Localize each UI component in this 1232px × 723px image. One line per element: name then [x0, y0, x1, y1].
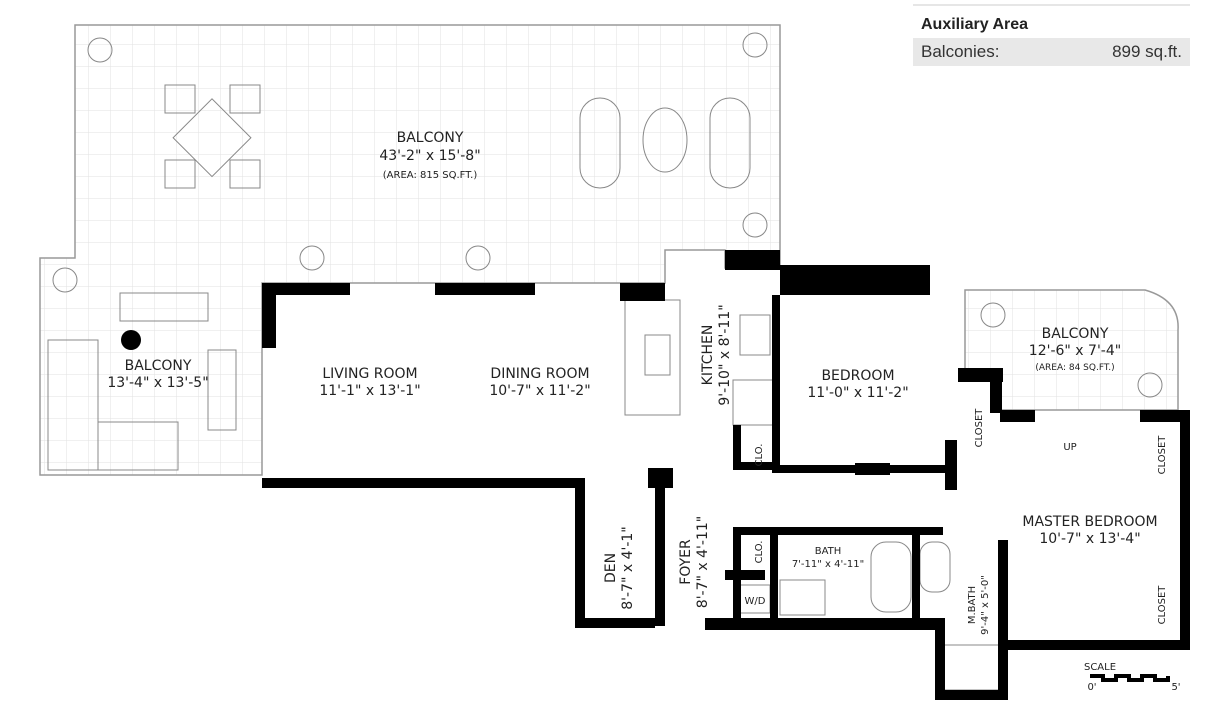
closet-bedroom-label: CLOSET — [974, 408, 985, 448]
room-living: LIVING ROOM 11'-1" x 13'-1" — [319, 366, 420, 399]
room-dims: 7'-11" x 4'-11" — [792, 559, 864, 570]
room-dims: 9'-10" x 8'-11" — [717, 304, 733, 405]
room-name: BEDROOM — [821, 368, 894, 384]
room-foyer: FOYER 8'-7" x 4'-11" — [678, 516, 711, 608]
room-dining: DINING ROOM 10'-7" x 11'-2" — [489, 366, 590, 399]
room-bedroom: BEDROOM 11'-0" x 11'-2" — [807, 368, 908, 401]
room-dims: 11'-1" x 13'-1" — [319, 383, 420, 399]
room-area: (AREA: 84 SQ.FT.) — [1035, 363, 1114, 373]
room-area: (AREA: 815 SQ.FT.) — [383, 170, 478, 181]
scale-start: 0' — [1087, 682, 1096, 693]
balcony-main-area — [39, 24, 781, 476]
room-balcony-left: BALCONY 13'-4" x 13'-5" — [107, 358, 208, 391]
room-name: DINING ROOM — [490, 366, 589, 382]
stairs-up-label: UP — [1063, 442, 1076, 453]
divider — [913, 0, 1190, 6]
room-name: BALCONY — [125, 358, 192, 374]
patio-table-icon — [164, 84, 261, 189]
auxiliary-area-panel: Auxiliary Area Balconies: 899 sq.ft. — [913, 0, 1190, 66]
room-name: M.BATH — [967, 586, 978, 624]
room-master-bath: M.BATH 9'-4" x 5'-0" — [967, 575, 991, 635]
room-name: BATH — [815, 546, 842, 557]
plant-icon — [52, 32, 1163, 398]
room-name: LIVING ROOM — [322, 366, 417, 382]
room-dims: 8'-7" x 4'-1" — [620, 526, 636, 610]
room-balcony-main: BALCONY 43'-2" x 15'-8" (AREA: 815 SQ.FT… — [379, 130, 480, 181]
room-name: FOYER — [678, 539, 694, 585]
room-balcony-right: BALCONY 12'-6" x 7'-4" (AREA: 84 SQ.FT.) — [1029, 326, 1121, 373]
room-bath: BATH 7'-11" x 4'-11" — [792, 546, 864, 570]
walls — [262, 250, 1190, 700]
room-name: MASTER BEDROOM — [1022, 514, 1157, 530]
room-dims: 12'-6" x 7'-4" — [1029, 343, 1121, 359]
balconies-value: 899 sq.ft. — [1112, 42, 1182, 61]
auxiliary-area-title: Auxiliary Area — [921, 16, 1029, 33]
room-dims: 43'-2" x 15'-8" — [379, 148, 480, 164]
washer-dryer-label: W/D — [745, 596, 766, 607]
scale-bar: SCALE 0' 5' — [1084, 662, 1181, 693]
room-dims: 8'-7" x 4'-11" — [695, 516, 711, 608]
lounge-set-icon — [579, 97, 751, 189]
balconies-label: Balconies: — [921, 42, 1000, 61]
balconies-row: Balconies: 899 sq.ft. — [913, 38, 1190, 66]
room-name: BALCONY — [1042, 326, 1109, 342]
closet-master-bottom-label: CLOSET — [1157, 585, 1168, 625]
scale-label: SCALE — [1084, 662, 1116, 673]
room-dims: 13'-4" x 13'-5" — [107, 375, 208, 391]
room-name: DEN — [603, 553, 619, 583]
marker-dot — [121, 330, 141, 350]
room-dims: 10'-7" x 11'-2" — [489, 383, 590, 399]
room-name: BALCONY — [397, 130, 464, 146]
closet-master-top-label: CLOSET — [1157, 435, 1168, 475]
clo-kitchen-label: CLO. — [754, 444, 765, 467]
clo-foyer-label: CLO. — [754, 541, 765, 564]
scale-end: 5' — [1171, 682, 1180, 693]
room-den: DEN 8'-7" x 4'-1" — [603, 526, 636, 610]
room-dims: 9'-4" x 5'-0" — [980, 575, 991, 635]
room-dims: 11'-0" x 11'-2" — [807, 385, 908, 401]
room-master-bedroom: MASTER BEDROOM 10'-7" x 13'-4" — [1022, 514, 1157, 547]
room-kitchen: KITCHEN 9'-10" x 8'-11" — [700, 304, 733, 405]
sofa-icon — [47, 292, 237, 471]
room-name: KITCHEN — [700, 325, 716, 386]
room-dims: 10'-7" x 13'-4" — [1039, 531, 1140, 547]
